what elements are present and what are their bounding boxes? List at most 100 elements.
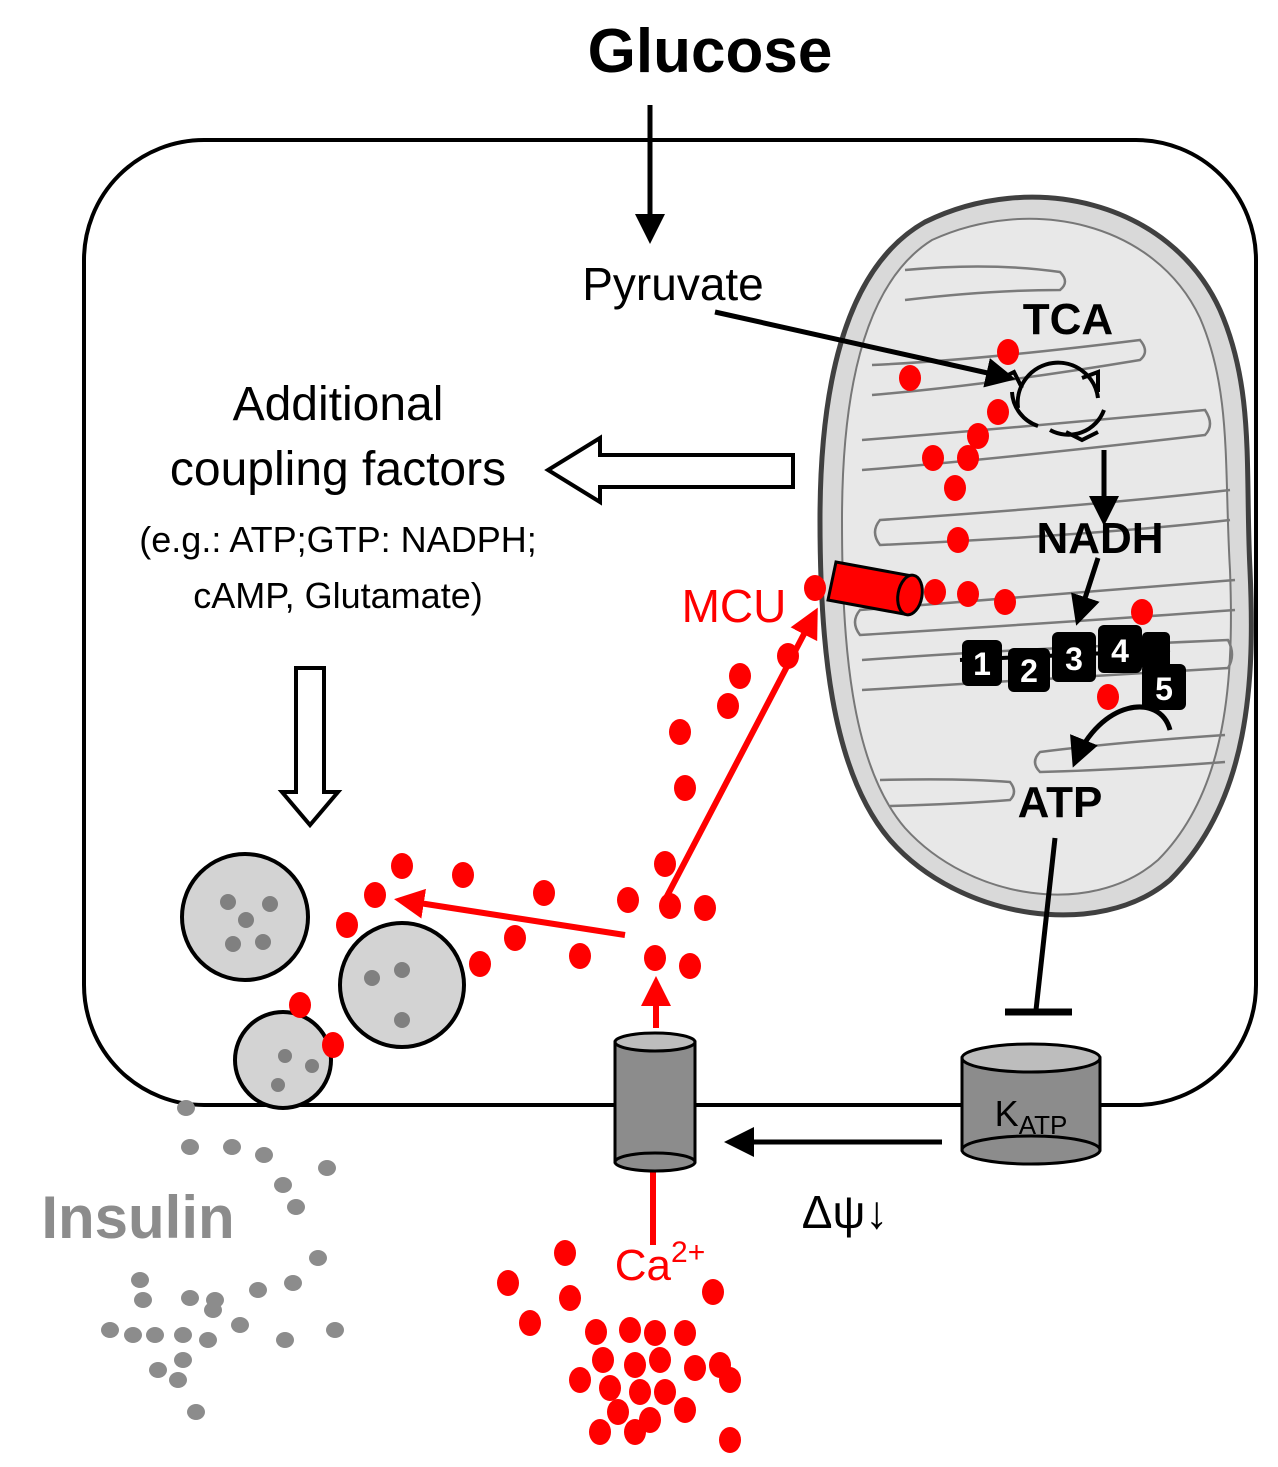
calcium-label: Ca2+ [615, 1236, 705, 1290]
calcium-ion [559, 1285, 581, 1311]
katp-channel-icon [960, 1042, 1102, 1166]
calcium-ion [669, 719, 691, 745]
complex-3: 3 [1052, 632, 1096, 682]
insulin-particle [101, 1322, 119, 1338]
calcium-ion [617, 887, 639, 913]
calcium-ion [719, 1427, 741, 1453]
insulin-particle [276, 1332, 294, 1348]
calcium-ion [589, 1419, 611, 1445]
additional-factors-line2: coupling factors [170, 443, 506, 496]
calcium-ion [694, 895, 716, 921]
insulin-particle [187, 1404, 205, 1420]
ca-to-granules-arrow [394, 888, 626, 938]
calcium-ion [1097, 684, 1119, 710]
nadh-to-complex-arrow [1071, 557, 1101, 626]
calcium-ion [674, 1320, 696, 1346]
insulin-particle [174, 1352, 192, 1368]
insulin-particle [181, 1139, 199, 1155]
insulin-granule-icon [233, 1010, 333, 1110]
calcium-label-sup: 2+ [671, 1236, 705, 1269]
insulin-particle [177, 1100, 195, 1116]
pyruvate-to-tca-arrow [714, 309, 1016, 388]
calcium-ion [519, 1310, 541, 1336]
calcium-ion [679, 953, 701, 979]
calcium-label-main: Ca [615, 1241, 672, 1290]
insulin-particle [309, 1250, 327, 1266]
calcium-ion [497, 1270, 519, 1296]
katp-label-sub: ATP [1019, 1110, 1068, 1140]
katp-label: KATP [995, 1093, 1068, 1140]
insulin-particle [287, 1199, 305, 1215]
calcium-ion [994, 589, 1016, 615]
insulin-particle [149, 1362, 167, 1378]
calcium-ion [585, 1319, 607, 1345]
insulin-particle [223, 1139, 241, 1155]
additional-factors-line3: (e.g.: ATP;GTP: NADPH; [139, 519, 536, 560]
calcium-ion [659, 893, 681, 919]
insulin-particle [124, 1327, 142, 1343]
calcium-ion [592, 1347, 614, 1373]
insulin-particle [134, 1292, 152, 1308]
complex-3-label: 3 [1065, 641, 1083, 677]
insulin-particle [131, 1272, 149, 1288]
insulin-particle [274, 1177, 292, 1193]
calcium-ion [533, 880, 555, 906]
insulin-particle [199, 1332, 217, 1348]
calcium-ion [452, 862, 474, 888]
mcu-channel-icon [826, 560, 924, 617]
insulin-particle [284, 1275, 302, 1291]
calcium-ions [289, 339, 1153, 1453]
calcium-ion [322, 1032, 344, 1058]
calcium-ion [391, 853, 413, 879]
calcium-ion [944, 475, 966, 501]
nadh-label: NADH [1036, 514, 1163, 563]
calcium-ion [654, 1379, 676, 1405]
calcium-ion [336, 912, 358, 938]
calcium-ion [654, 851, 676, 877]
insulin-particle [318, 1160, 336, 1176]
calcium-ion [922, 445, 944, 471]
calcium-ion [504, 925, 526, 951]
calcium-ion [364, 882, 386, 908]
calcium-ion [469, 951, 491, 977]
calcium-ion [674, 1397, 696, 1423]
coupling-factors-arrow [544, 434, 795, 506]
complex-2-label: 2 [1020, 653, 1038, 689]
red-arrows [394, 607, 818, 1245]
insulin-granule-icon [338, 921, 466, 1049]
calcium-ion [702, 1279, 724, 1305]
insulin-particle [326, 1322, 344, 1338]
complex-2: 2 [1008, 648, 1050, 692]
calcium-ion [719, 1367, 741, 1393]
katp-label-main: K [995, 1093, 1019, 1134]
calcium-ion [717, 693, 739, 719]
complex-5-label: 5 [1155, 671, 1173, 707]
calcium-ion [644, 1320, 666, 1346]
additional-factors-line1: Additional [233, 378, 444, 431]
released-insulin [101, 1100, 344, 1420]
calcium-ion [619, 1317, 641, 1343]
calcium-ion [674, 775, 696, 801]
insulin-particle [169, 1372, 187, 1388]
calcium-ion [777, 643, 799, 669]
calcium-ion [607, 1399, 629, 1425]
calcium-ion [957, 445, 979, 471]
insulin-particle [181, 1290, 199, 1306]
additional-factors-line4: cAMP, Glutamate) [193, 575, 482, 616]
calcium-ion [289, 992, 311, 1018]
calcium-ion [644, 945, 666, 971]
insulin-particle [174, 1327, 192, 1343]
calcium-ion [1131, 599, 1153, 625]
calcium-ion [987, 399, 1009, 425]
insulin-particle [249, 1282, 267, 1298]
insulin-granule-icon [180, 852, 310, 982]
calcium-ion [569, 943, 591, 969]
calcium-ion [729, 663, 751, 689]
calcium-ion [554, 1240, 576, 1266]
calcium-ion [957, 581, 979, 607]
insulin-particle [206, 1292, 224, 1308]
mcu-label: MCU [682, 580, 787, 632]
pyruvate-label: Pyruvate [582, 258, 764, 310]
complex-5: 5 [1142, 664, 1186, 710]
